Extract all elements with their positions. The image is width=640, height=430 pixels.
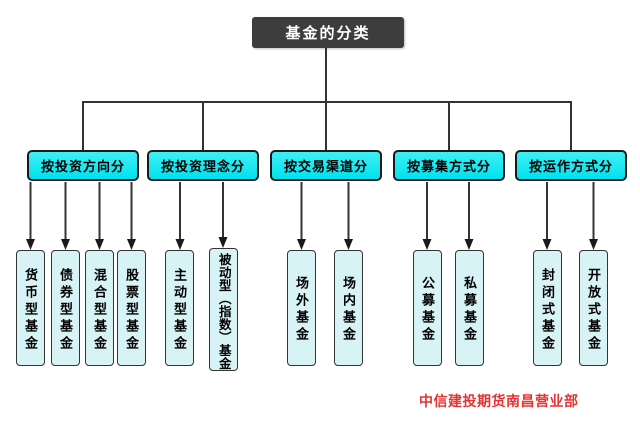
watermark-text: 中信建投期货南昌营业部 [419,393,579,409]
leaf-node-bond-fund: 债券型基金 [51,250,80,366]
leaf-node-private-fund: 私募基金 [455,250,484,366]
leaf-node-otc-fund: 场外基金 [287,250,316,366]
leaf-node-exchange-fund: 场内基金 [334,250,363,366]
leaf-node-closed-end-fund: 封闭式基金 [533,250,562,366]
category-node-by-investment-philosophy: 按投资理念分 [147,150,259,181]
leaf-node-currency-fund: 货币型基金 [16,250,45,366]
leaf-node-active-fund: 主动型基金 [165,250,194,366]
category-node-by-investment-direction: 按投资方向分 [27,150,139,181]
leaf-node-hybrid-fund: 混合型基金 [85,250,114,366]
root-node-fund-classification: 基金的分类 [252,17,404,48]
leaf-node-open-end-fund: 开放式基金 [579,250,608,366]
category-node-by-trading-channel: 按交易渠道分 [270,150,382,181]
leaf-node-equity-fund: 股票型基金 [117,250,146,366]
leaf-node-public-fund: 公募基金 [413,250,442,366]
category-node-by-operation-mode: 按运作方式分 [515,150,627,181]
category-node-by-fundraising-method: 按募集方式分 [393,150,505,181]
leaf-node-passive-index-fund: 被动型（指数）基金 [209,248,238,371]
